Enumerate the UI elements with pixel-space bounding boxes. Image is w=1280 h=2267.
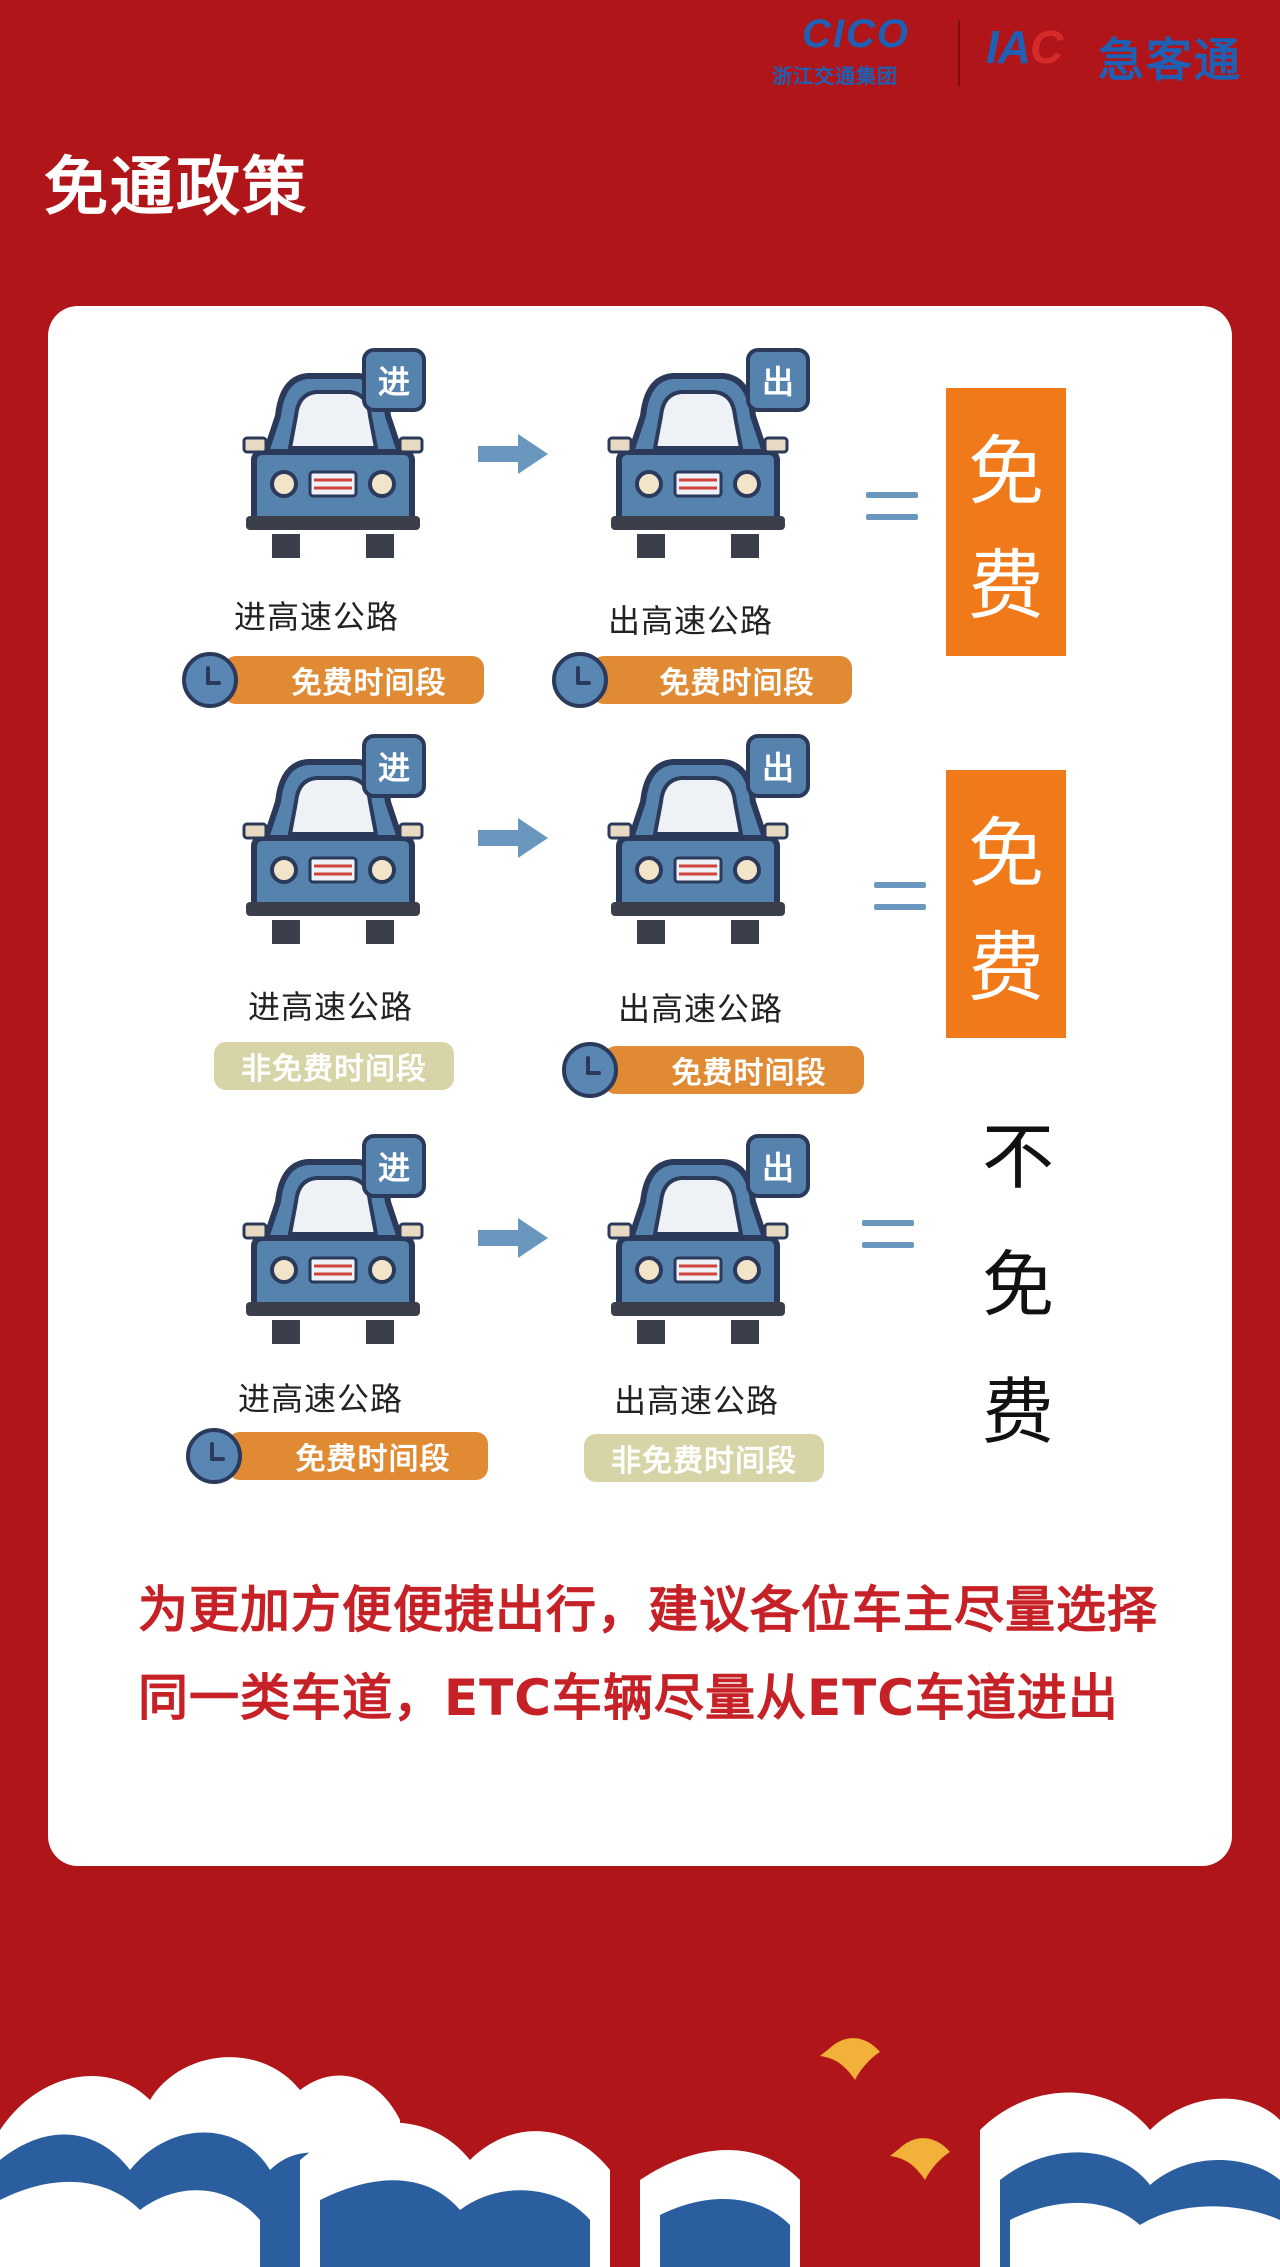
logo-divider — [958, 20, 960, 86]
cico-name: 浙江交通集团 — [772, 64, 898, 88]
policy-row-1: 进 出 进高速公路 出高速公路 免费时间段 免费时间段 免 费 — [48, 336, 1232, 716]
exit-badge: 出 — [746, 348, 810, 412]
policy-row-3: 进 出 进高速公路 出高速公路 免费时间段 非免费时间段 不 免 费 — [48, 1115, 1232, 1498]
equals-sign — [866, 492, 918, 520]
clock-icon — [552, 652, 608, 708]
result-char: 费 — [968, 923, 1044, 1012]
entry-badge: 进 — [362, 348, 426, 412]
exit-period-pill: 免费时间段 — [592, 656, 852, 704]
entry-road-label: 进高速公路 — [234, 598, 400, 636]
result-char: 免 — [981, 1242, 1054, 1327]
exit-road-label: 出高速公路 — [608, 602, 774, 640]
exit-period-pill: 免费时间段 — [604, 1046, 864, 1094]
entry-car-icon — [238, 1142, 428, 1348]
result-char: 费 — [981, 1370, 1054, 1454]
iac-mark: IAC — [986, 21, 1063, 73]
entry-road-label: 进高速公路 — [248, 988, 414, 1026]
entry-period-pill: 免费时间段 — [228, 1432, 488, 1480]
result-char: 免 — [968, 427, 1044, 516]
result-char: 不 — [981, 1115, 1054, 1199]
arrow-right-icon — [478, 1218, 548, 1258]
exit-road-label: 出高速公路 — [614, 1382, 780, 1420]
entry-period-pill: 免费时间段 — [224, 656, 484, 704]
entry-road-label: 进高速公路 — [238, 1380, 404, 1418]
cico-logo: CICO 浙江交通集团 — [772, 12, 942, 88]
arrow-right-icon — [478, 434, 548, 474]
policy-row-2: 进 出 进高速公路 出高速公路 非免费时间段 免费时间段 免 费 — [48, 720, 1232, 1100]
exit-period-pill: 非免费时间段 — [584, 1434, 824, 1482]
exit-badge: 出 — [746, 734, 810, 798]
page-title: 免通政策 — [44, 151, 308, 225]
result-not-free-text: 不 免 费 — [958, 1098, 1078, 1458]
header: CICO 浙江交通集团 IAC 急客通 — [0, 0, 1280, 110]
result-char: 免 — [968, 809, 1044, 898]
entry-badge: 进 — [362, 1134, 426, 1198]
entry-period-pill: 非免费时间段 — [214, 1042, 454, 1090]
clock-icon — [562, 1042, 618, 1098]
equals-sign — [862, 1220, 914, 1248]
cico-mark: CICO — [802, 12, 910, 56]
entry-badge: 进 — [362, 734, 426, 798]
entry-car-icon — [238, 356, 428, 562]
result-free-box: 免 费 — [946, 770, 1066, 1038]
iac-name: 急客通 — [1098, 33, 1242, 87]
wave-decoration — [0, 2010, 1280, 2267]
equals-sign — [874, 882, 926, 910]
iac-logo: IAC 急客通 — [986, 18, 1256, 88]
exit-car-icon — [603, 742, 793, 948]
arrow-right-icon — [478, 818, 548, 858]
exit-road-label: 出高速公路 — [618, 990, 784, 1028]
exit-badge: 出 — [746, 1134, 810, 1198]
policy-card: 进 出 进高速公路 出高速公路 免费时间段 免费时间段 免 费 — [48, 306, 1232, 1866]
advice-text: 为更加方便便捷出行，建议各位车主尽量选择同一类车道，ETC车辆尽量从ETC车道进… — [138, 1581, 1158, 1727]
clock-icon — [182, 652, 238, 708]
result-char: 费 — [968, 541, 1044, 630]
result-free-box: 免 费 — [946, 388, 1066, 656]
exit-car-icon — [603, 1142, 793, 1348]
clock-icon — [186, 1428, 242, 1484]
exit-car-icon — [603, 356, 793, 562]
